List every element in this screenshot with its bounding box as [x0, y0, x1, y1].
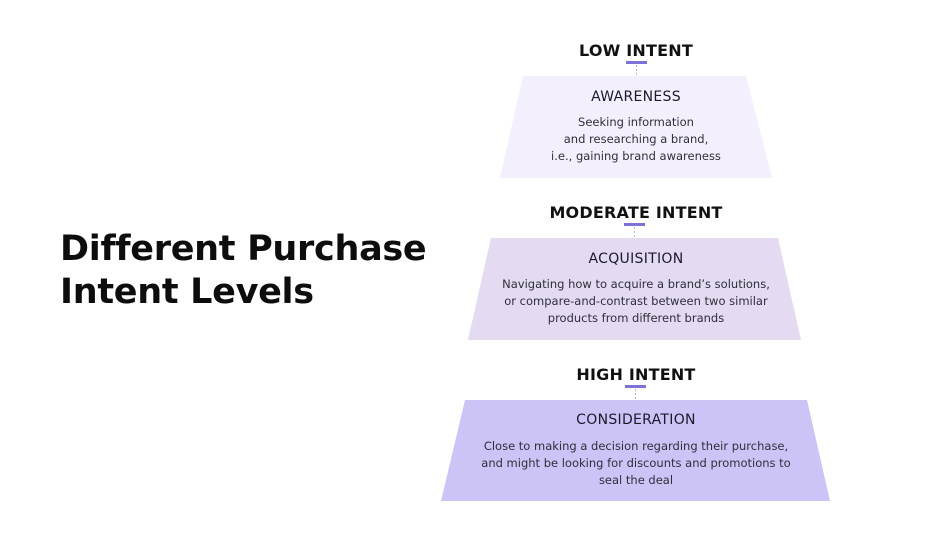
stage-description-acquisition: Navigating how to acquire a brand’s solu… — [502, 277, 770, 325]
stage-title-awareness: AWARENESS — [591, 89, 681, 105]
stage-title-consideration: CONSIDERATION — [576, 412, 696, 428]
trapezoid-acquisition — [468, 238, 801, 340]
page-title-line-2: Intent Levels — [60, 272, 314, 312]
page-title: Different Purchase Intent Levels — [60, 228, 427, 314]
trapezoid-awareness — [500, 76, 772, 178]
accent-bar-high — [625, 385, 646, 388]
intent-label-low: LOW INTENT — [579, 41, 693, 60]
stage-description-consideration: Close to making a decision regarding the… — [481, 439, 791, 487]
stage-description-awareness: Seeking information and researching a br… — [551, 115, 721, 163]
intent-label-moderate: MODERATE INTENT — [549, 203, 723, 222]
intent-label-high: HIGH INTENT — [576, 365, 696, 384]
accent-bar-low — [626, 61, 647, 64]
accent-bar-moderate — [624, 223, 645, 226]
page-title-line-1: Different Purchase — [60, 229, 427, 269]
trapezoid-consideration — [441, 400, 830, 501]
stage-title-acquisition: ACQUISITION — [588, 251, 684, 267]
